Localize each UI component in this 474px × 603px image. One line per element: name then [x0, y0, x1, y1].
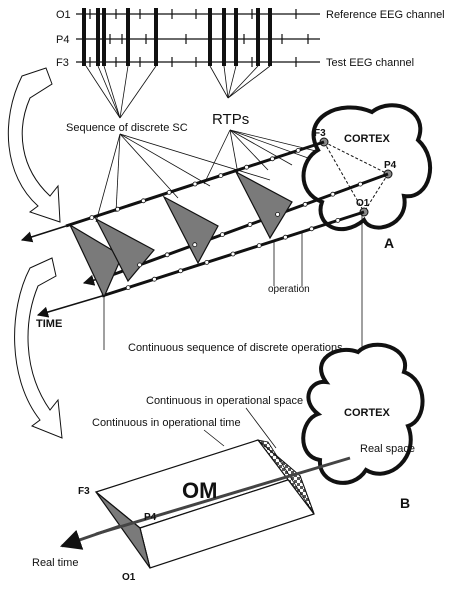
operation-node [125, 285, 131, 291]
prism-far-checker-2 [256, 439, 315, 515]
om-label: OM [182, 478, 217, 503]
operation-label: operation [268, 284, 310, 295]
sc-marker [154, 8, 158, 66]
prism-end-triangle [95, 491, 151, 569]
operation-nodes [89, 147, 363, 291]
cortex-label-a: CORTEX [344, 133, 391, 145]
time-label: TIME [36, 318, 62, 330]
operation-node [89, 215, 95, 221]
real-space-axis [95, 456, 351, 536]
operation-node [256, 243, 262, 249]
space-leader-line [245, 407, 277, 449]
electrode-f3-label-a: F3 [314, 128, 326, 139]
operation-node [219, 232, 225, 238]
sequence-of-sc-label: Sequence of discrete SC [66, 122, 188, 134]
cortex-outline-b [301, 342, 425, 485]
operation-node [115, 206, 120, 212]
sc-marker [208, 8, 212, 66]
operation-node [151, 276, 157, 282]
operation-node [335, 217, 341, 223]
channel-f3-label: F3 [56, 57, 69, 69]
operation-node [164, 252, 170, 258]
operation-node [357, 181, 363, 187]
operation-node [230, 251, 236, 257]
channel-o1-label: O1 [56, 9, 71, 21]
sc-fan-lines [85, 65, 271, 119]
operation-node [204, 259, 210, 265]
panel-b: Continuous in operational space Continuo… [32, 342, 425, 583]
time-leader-line [203, 429, 225, 447]
electrode-f3-label-b: F3 [78, 486, 90, 497]
state-triangle-4 [234, 170, 293, 240]
panel-a: Sequence of discrete SC RTPs CORTEX [7, 67, 433, 439]
electrode-o1-label-b: O1 [122, 572, 136, 583]
continuous-space-label: Continuous in operational space [146, 395, 303, 407]
operation-node [269, 156, 275, 162]
om-prism [94, 439, 315, 569]
eeg-segment-markers [82, 8, 309, 67]
sc-marker [82, 8, 86, 66]
curved-arrow-bottom-shape [14, 257, 63, 439]
operation-node [247, 222, 253, 227]
channel-p4-label: P4 [56, 34, 69, 46]
continuous-time-label: Continuous in operational time [92, 417, 241, 429]
cortex-outline-a [301, 103, 433, 232]
cortex-label-b: CORTEX [344, 407, 391, 419]
operation-node [192, 242, 198, 248]
state-triangle-3 [162, 195, 219, 265]
reference-channel-label: Reference EEG channel [326, 9, 445, 21]
operation-node [137, 262, 143, 268]
operation-node [330, 191, 336, 197]
sc-marker [96, 8, 100, 66]
electrode-triangle-a [323, 141, 389, 213]
sc-marker [256, 8, 260, 66]
real-time-label: Real time [32, 557, 78, 569]
sc-marker [222, 8, 226, 66]
operation-node [178, 268, 184, 274]
electrode-p4-label-a: P4 [384, 160, 397, 171]
discrete-state-triangles [68, 170, 293, 299]
rtps-label: RTPs [212, 111, 249, 128]
electrode-p4-label-b: P4 [144, 512, 157, 523]
panel-b-label: B [400, 495, 410, 511]
sc-marker [234, 8, 238, 66]
operation-drop-lines [103, 214, 363, 350]
sc-marker [268, 8, 272, 66]
panel-a-label: A [384, 235, 394, 251]
test-channel-label: Test EEG channel [326, 57, 414, 69]
operation-node [295, 147, 301, 153]
electrode-o1-label-a: O1 [356, 198, 370, 209]
curved-arrow-top-shape [7, 67, 61, 223]
eeg-channels: O1 P4 F3 Reference EEG channel Test EEG … [56, 8, 445, 69]
operation-node [218, 173, 224, 179]
operation-node [302, 201, 308, 207]
operation-node [140, 198, 146, 204]
sc-marker [126, 8, 130, 66]
sc-marker [102, 8, 106, 66]
operation-node [275, 211, 281, 217]
label-connector-lines [95, 129, 321, 223]
operation-node [309, 226, 315, 232]
operation-node [192, 181, 198, 187]
operation-node [282, 234, 288, 240]
real-space-label: Real space [360, 443, 415, 455]
real-time-arrow [60, 524, 121, 550]
state-triangle-1 [68, 223, 123, 299]
continuous-sequence-label: Continuous sequence of discrete operatio… [128, 342, 343, 354]
operation-node [244, 164, 250, 170]
operation-node [166, 189, 172, 195]
